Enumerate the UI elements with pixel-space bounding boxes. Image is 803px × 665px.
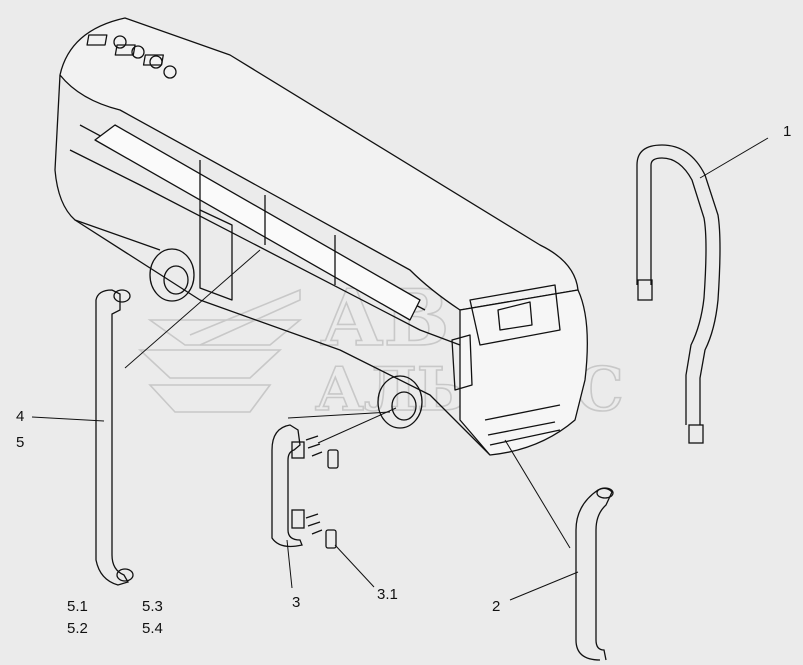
callout-5: 5	[16, 434, 25, 451]
callout-5-1: 5.1	[67, 598, 88, 615]
leader-lines	[31, 137, 769, 601]
leader-3-bus	[287, 411, 391, 419]
part-1-fitting-top	[637, 279, 653, 301]
callout-5-4: 5.4	[142, 620, 163, 637]
leader-3-1	[334, 544, 375, 588]
leader-4	[31, 416, 105, 422]
part-2-tube	[575, 487, 614, 661]
callout-5-2: 5.2	[67, 620, 88, 637]
leader-2-bus	[504, 439, 571, 549]
bus-body	[54, 17, 588, 456]
callout-3-1: 3.1	[377, 586, 398, 603]
part-1-handrail	[636, 144, 721, 444]
part-1-fitting-bottom	[688, 424, 704, 444]
callout-3: 3	[292, 594, 301, 611]
leader-3-1-bus	[317, 407, 397, 444]
leader-4-bus	[124, 249, 261, 369]
part-4-tube	[95, 289, 134, 586]
leader-2	[509, 571, 579, 601]
leader-1	[699, 137, 769, 179]
watermark-emblem	[137, 288, 303, 413]
callout-2: 2	[492, 598, 501, 615]
leader-3	[286, 539, 293, 589]
callout-1: 1	[783, 123, 792, 140]
part-3-bracket-top	[291, 441, 305, 459]
callout-4: 4	[16, 408, 25, 425]
part-3-bracket-bottom	[291, 509, 305, 529]
bus-wheels	[149, 248, 423, 429]
part-3-grab-handle	[271, 424, 339, 549]
callout-5-3: 5.3	[142, 598, 163, 615]
part-3-1-cap-bottom	[325, 529, 337, 549]
part-3-1-cap-top	[327, 449, 339, 469]
